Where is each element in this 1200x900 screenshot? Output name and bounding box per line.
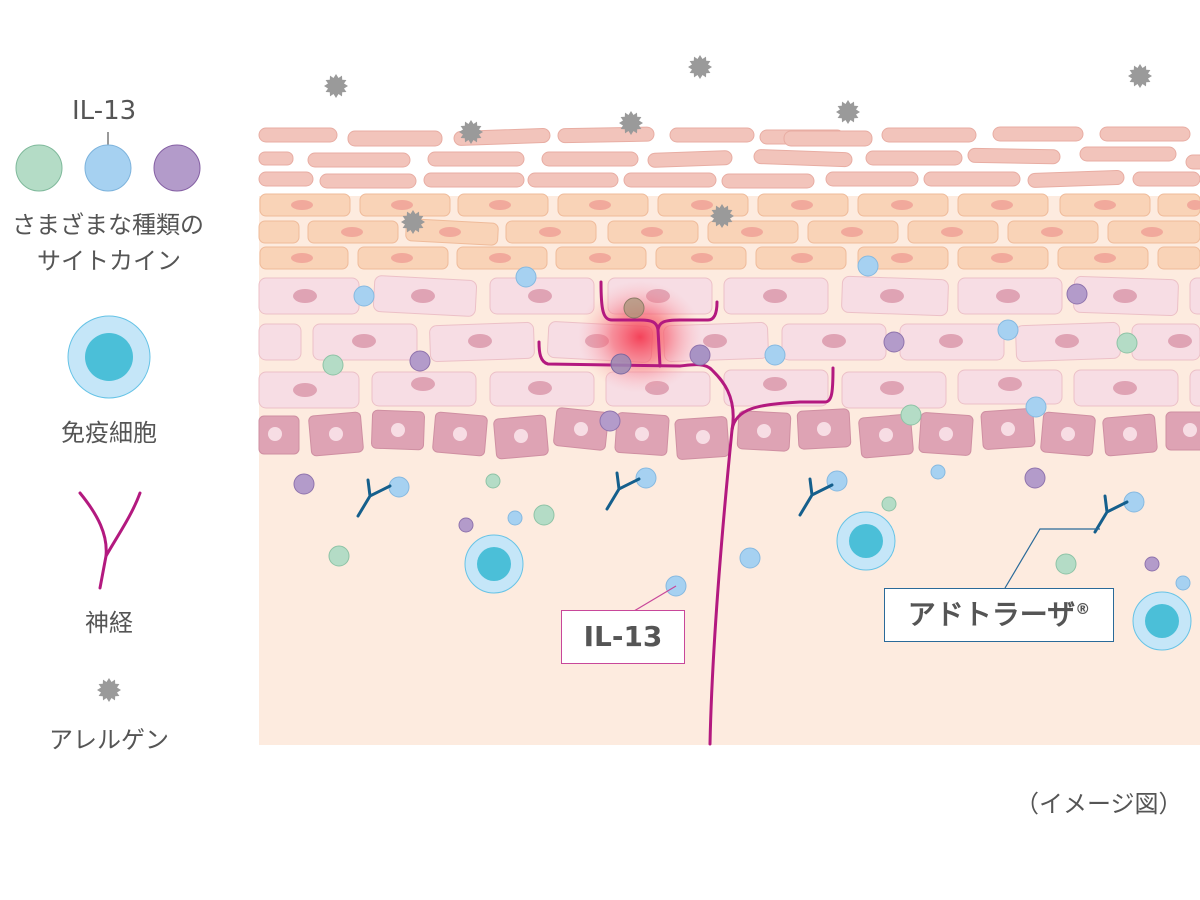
granular-layer	[258, 193, 1200, 270]
spinous-layer	[258, 275, 1200, 409]
legend-allergen-label: アレルゲン	[49, 726, 169, 754]
adtralza-leader-line	[1004, 528, 1100, 589]
registered-mark: ®	[1075, 600, 1091, 618]
nerve-icon	[78, 491, 142, 590]
legend-nerve-label: 神経	[85, 609, 133, 637]
stratum-corneum	[258, 126, 1200, 189]
il13-callout-text: IL-13	[583, 620, 663, 653]
legend-immune-cell-label: 免疫細胞	[61, 419, 157, 447]
cytokines-epidermis	[322, 255, 1138, 432]
legend-il13-title: IL-13	[72, 96, 137, 126]
adtralza-callout-text: アドトラーザ	[907, 598, 1076, 631]
legend-cytokine-label-1: さまざまな種類の	[12, 211, 204, 239]
adtralza-callout: アドトラーザ®	[884, 588, 1114, 642]
il13-callout: IL-13	[561, 610, 685, 664]
legend-graphics	[15, 132, 201, 702]
nerve	[537, 280, 835, 746]
inflammation-glow	[578, 281, 702, 393]
image-caption: （イメージ図）	[1015, 790, 1183, 818]
immune-cell-icon	[67, 315, 151, 399]
il13-leader-line	[633, 585, 677, 612]
legend-cytokine-label-2: サイトカイン	[37, 247, 181, 275]
purple-cytokine-icon	[153, 144, 201, 192]
immune-cells	[464, 511, 1192, 651]
allergen-icon	[97, 678, 121, 702]
green-cytokine-icon	[15, 144, 63, 192]
basal-layer	[258, 407, 1200, 460]
blue-il13-icon	[84, 144, 132, 192]
